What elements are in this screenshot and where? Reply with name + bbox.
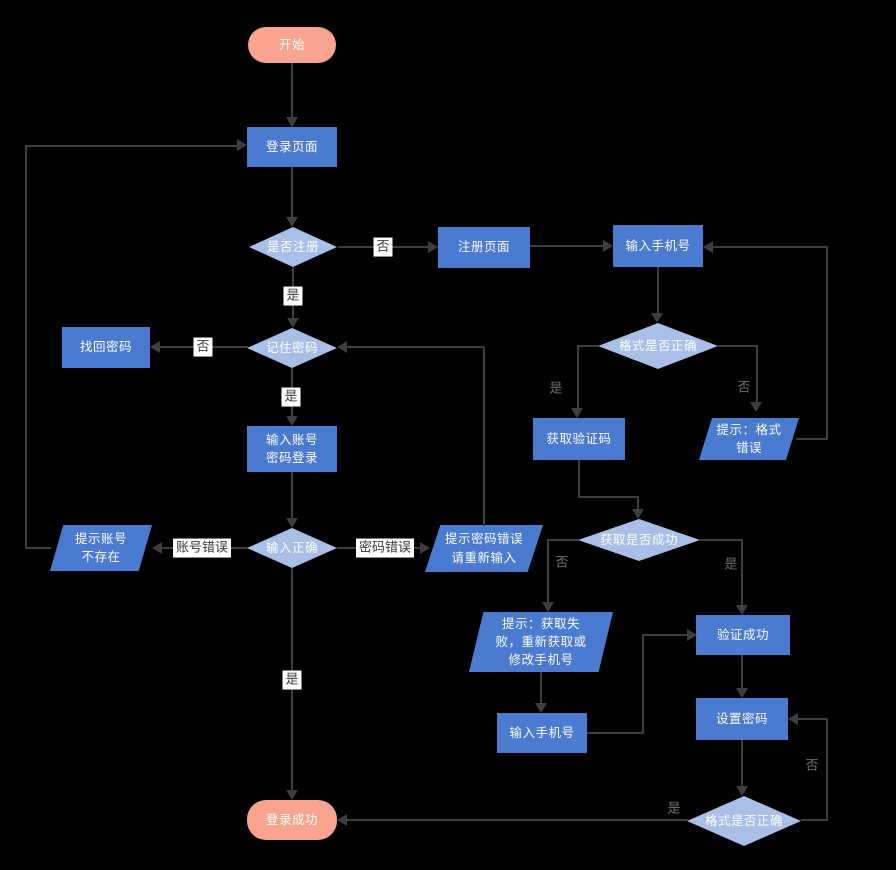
arrowhead xyxy=(286,117,298,127)
edge-label-register-no: 否 xyxy=(373,237,393,257)
edge-label-account-error: 账号错误 xyxy=(172,538,232,558)
connector-segment xyxy=(642,634,644,734)
connector-segment xyxy=(578,460,580,498)
node-format-check-bottom: 格式是否正确 xyxy=(687,796,801,846)
node-set-password: 设置密码 xyxy=(696,698,788,740)
node-tip-password-error: 提示密码错误 请重新输入 xyxy=(425,525,543,572)
connector-segment xyxy=(26,547,51,549)
node-tip-get-fail: 提示：获取失 败，重新获取或 修改手机号 xyxy=(469,612,613,672)
connector-segment xyxy=(578,496,639,498)
connector-segment xyxy=(718,345,758,347)
connector-segment xyxy=(826,246,828,440)
edge-label-register-yes: 是 xyxy=(283,286,303,306)
node-tip-account-missing: 提示账号 不存在 xyxy=(50,525,152,571)
edge-label-format-bottom-yes: 是 xyxy=(667,800,681,816)
node-verify-success: 验证成功 xyxy=(696,615,790,655)
connector-segment xyxy=(548,539,579,541)
arrowhead xyxy=(420,542,430,554)
arrowhead xyxy=(542,602,554,612)
node-enter-account: 输入账号 密码登录 xyxy=(247,426,337,472)
arrowhead xyxy=(651,313,663,323)
node-login-success: 登录成功 xyxy=(247,800,337,840)
arrowhead xyxy=(150,341,160,353)
connector-segment xyxy=(587,732,644,734)
arrowhead xyxy=(237,139,247,151)
connector-segment xyxy=(291,167,293,218)
node-tip-format-error: 提示：格式 错误 xyxy=(699,418,799,460)
arrowhead xyxy=(571,408,583,418)
arrowhead xyxy=(632,509,644,519)
connector-segment xyxy=(657,267,659,314)
connector-segment xyxy=(756,345,758,403)
connector-segment xyxy=(796,438,828,440)
node-input-correct: 输入正确 xyxy=(247,528,337,568)
arrowhead xyxy=(286,416,298,426)
connector-segment xyxy=(741,740,743,787)
connector-segment xyxy=(25,145,27,549)
node-remember-password: 记住密码 xyxy=(247,328,337,368)
connector-segment xyxy=(700,539,743,541)
connector-segment xyxy=(577,345,579,409)
node-format-check-top: 格式是否正确 xyxy=(598,323,718,369)
arrowhead xyxy=(703,241,713,253)
connector-segment xyxy=(741,539,743,606)
connector-segment xyxy=(642,634,688,636)
arrowhead xyxy=(287,318,299,328)
edge-label-get-no: 否 xyxy=(555,554,569,570)
arrowhead xyxy=(337,341,347,353)
arrowhead xyxy=(286,217,298,227)
connector-segment xyxy=(798,718,827,720)
node-enter-phone-top: 输入手机号 xyxy=(613,225,703,267)
arrowhead xyxy=(286,790,298,800)
arrowhead xyxy=(603,240,613,252)
connector-segment xyxy=(741,655,743,689)
arrowhead xyxy=(152,542,162,554)
connector-segment xyxy=(291,472,293,519)
arrowhead xyxy=(788,713,798,725)
node-start: 开始 xyxy=(248,27,336,63)
edge-label-remember-yes: 是 xyxy=(281,387,301,407)
node-login-page: 登录页面 xyxy=(247,127,337,167)
connector-segment xyxy=(826,719,828,821)
arrowhead xyxy=(428,241,438,253)
edge-label-login-yes: 是 xyxy=(282,670,302,690)
connector-segment xyxy=(801,819,828,821)
node-register-page: 注册页面 xyxy=(438,227,530,268)
connector-segment xyxy=(25,145,238,147)
connector-segment xyxy=(347,819,688,821)
connector-segment xyxy=(540,672,542,704)
edge-label-get-yes: 是 xyxy=(724,556,738,572)
arrowhead xyxy=(736,605,748,615)
arrowhead xyxy=(750,402,762,412)
arrowhead xyxy=(337,814,347,826)
node-enter-phone-bottom: 输入手机号 xyxy=(497,713,587,753)
edge-label-remember-no: 否 xyxy=(193,337,213,357)
connector-segment xyxy=(578,345,599,347)
arrowhead xyxy=(736,786,748,796)
arrowhead xyxy=(286,518,298,528)
connector-segment xyxy=(291,63,293,118)
arrowhead xyxy=(736,688,748,698)
edge-label-format-bottom-no: 否 xyxy=(805,757,819,773)
connector-segment xyxy=(547,539,549,603)
node-get-success: 获取是否成功 xyxy=(578,519,700,561)
connector-segment xyxy=(637,496,639,510)
node-retrieve-password: 找回密码 xyxy=(62,327,150,368)
edge-label-format-top-no: 否 xyxy=(737,379,751,395)
connector-segment xyxy=(530,245,604,247)
arrowhead xyxy=(687,629,697,641)
node-get-code: 获取验证码 xyxy=(533,418,625,460)
edge-label-password-error: 密码错误 xyxy=(355,538,415,558)
edge-label-format-top-yes: 是 xyxy=(549,380,563,396)
connector-segment xyxy=(347,346,484,348)
node-is-registered: 是否注册 xyxy=(249,227,337,267)
connector-segment xyxy=(713,246,827,248)
arrowhead xyxy=(535,703,547,713)
connector-segment xyxy=(483,347,485,526)
